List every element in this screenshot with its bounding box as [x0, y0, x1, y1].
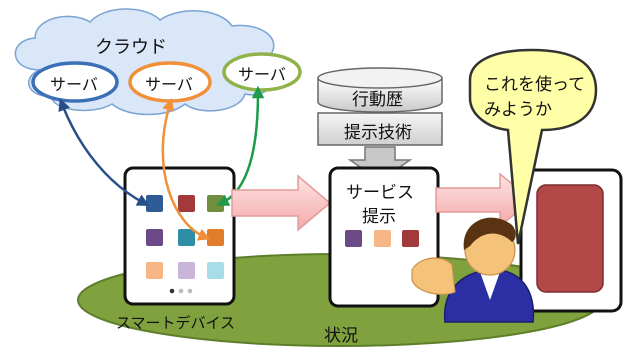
service-label-line2: 提示: [362, 207, 396, 227]
page-dots: [169, 288, 193, 294]
app-icon-purple: [345, 230, 362, 247]
app-icon: [146, 229, 163, 246]
app-icons-grid: [146, 195, 224, 279]
speech-line1: これを使って: [484, 75, 586, 95]
server-label-1: サーバ: [50, 75, 98, 94]
app-icon: [207, 195, 224, 212]
speech-bubble: [468, 48, 598, 245]
blue-sync-arrow: [58, 98, 150, 206]
app-icon: [146, 262, 163, 279]
speech-line2: みようか: [484, 100, 552, 120]
server-label-2: サーバ: [145, 75, 193, 94]
app-icon-red: [402, 230, 419, 247]
action-history-db: [317, 67, 443, 113]
service-label-line1: サービス: [346, 183, 414, 203]
app-icon: [207, 262, 224, 279]
cloud-label: クラウド: [95, 37, 167, 58]
app-screen: [536, 184, 604, 293]
server-label-3: サーバ: [238, 65, 286, 84]
context-label: 状況: [324, 326, 358, 346]
user-avatar: [411, 217, 535, 323]
app-icon: [146, 195, 163, 212]
app-icon: [207, 229, 224, 246]
presentation-tech-box: [317, 112, 443, 146]
action-history-label: 行動歴: [352, 90, 403, 110]
device-label: スマートデバイス: [116, 314, 236, 332]
presentation-tech-label: 提示技術: [344, 123, 412, 143]
app-icon: [178, 262, 195, 279]
app-icon-peach: [374, 230, 391, 247]
app-icon: [178, 229, 195, 246]
app-icon: [178, 195, 195, 212]
orange-sync-arrow: [161, 98, 211, 241]
flow-arrow-1: [231, 174, 332, 232]
green-sync-arrow: [216, 85, 265, 206]
